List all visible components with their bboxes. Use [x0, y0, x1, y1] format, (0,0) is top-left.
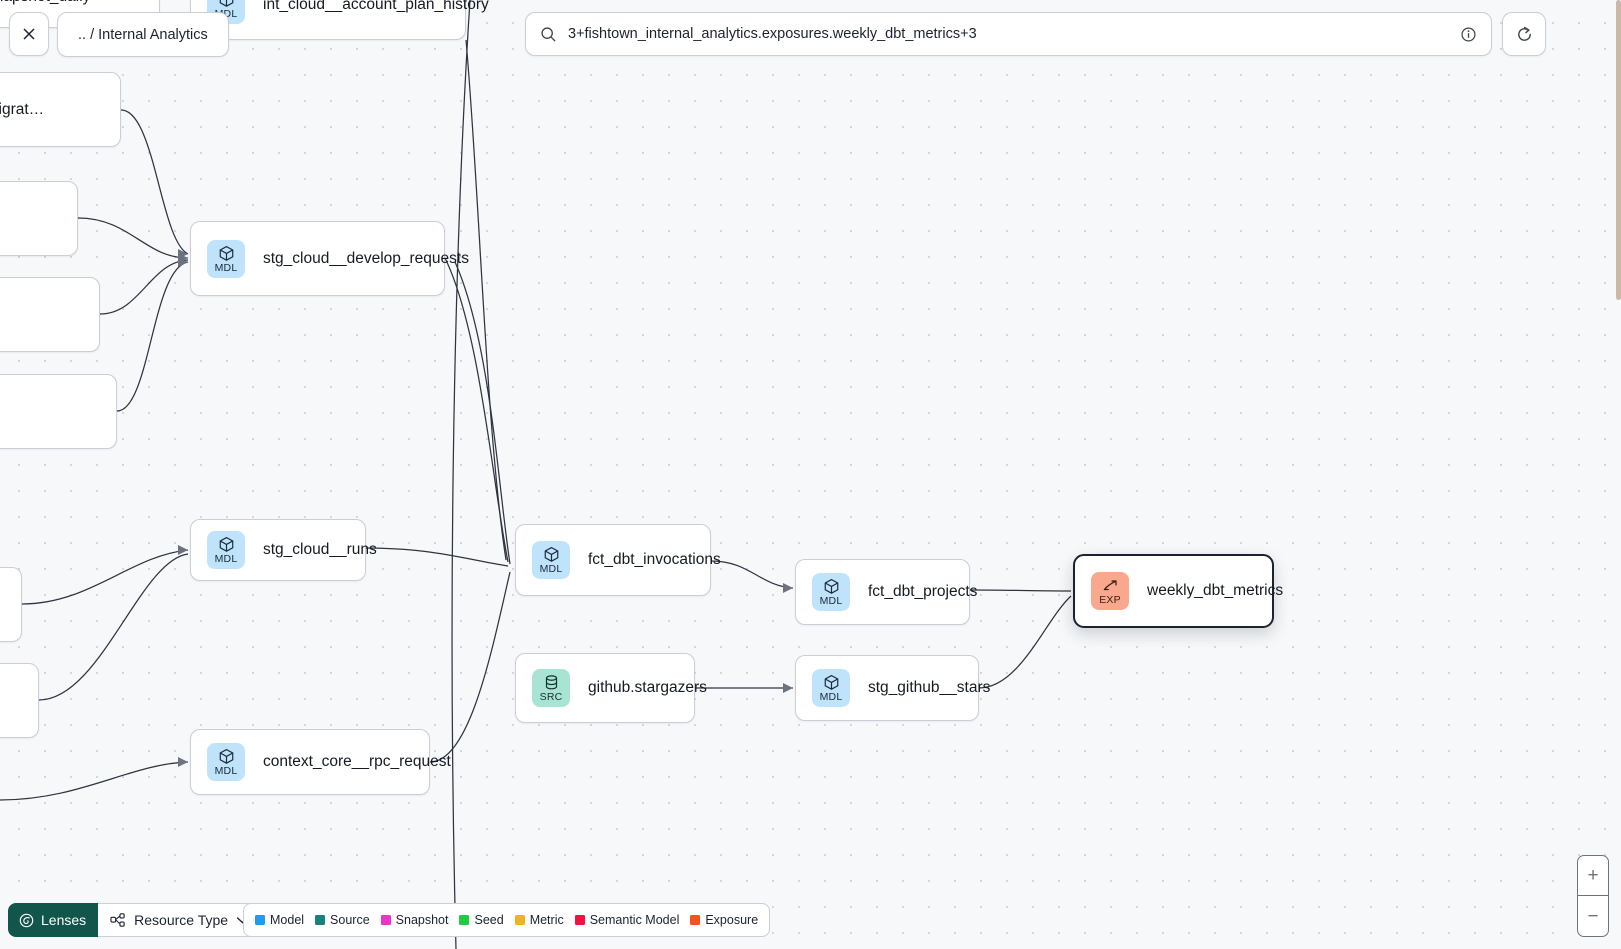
legend-label: Model: [270, 913, 305, 927]
node-label: github.stargazers: [588, 679, 707, 696]
exp-badge-icon: EXP: [1091, 572, 1129, 610]
scrollbar-thumb[interactable]: [1616, 0, 1621, 300]
lenses-button[interactable]: Lenses: [8, 903, 99, 937]
legend-item[interactable]: Semantic Model: [574, 913, 680, 927]
lens-spiral-icon: [19, 913, 34, 927]
node-type-abbr: MDL: [214, 261, 238, 274]
node-type-abbr: MDL: [214, 553, 238, 565]
graph-node[interactable]: MDL fct_dbt_invocations: [515, 524, 721, 596]
resource-type-legend: Model Source Snapshot Seed Metric Semantic Mo…: [243, 903, 771, 937]
graph-node[interactable]: SRC github.stargazers: [515, 653, 707, 723]
node-type-abbr: MDL: [819, 595, 843, 607]
legend-label: Exposure: [705, 913, 759, 927]
legend-label: Metric: [529, 913, 564, 927]
vertical-scrollbar[interactable]: [1616, 0, 1621, 949]
breadcrumb[interactable]: .. / Internal Analytics: [57, 12, 229, 57]
graph-node[interactable]: _run: [0, 663, 39, 738]
refresh-icon: [1517, 26, 1531, 41]
legend-swatch: [514, 915, 525, 925]
graph-node[interactable]: MDLint_cloud__account_plan_history: [190, 0, 489, 40]
zoom-in-button[interactable]: +: [1578, 856, 1608, 896]
legend-swatch: [255, 915, 265, 925]
node-label: weekly_dbt_metrics: [1147, 582, 1284, 599]
node-label: context_core__rpc_request: [263, 753, 451, 770]
node-label: stg_cloud__runs: [263, 541, 377, 558]
legend-item[interactable]: Source: [315, 913, 370, 927]
close-button[interactable]: [9, 12, 49, 56]
refresh-button[interactable]: [1502, 12, 1546, 56]
legend-item[interactable]: Seed: [459, 913, 504, 927]
legend-swatch: [380, 915, 391, 925]
graph-node[interactable]: MDL fct_dbt_projects: [795, 559, 977, 625]
legend-item[interactable]: Snapshot: [380, 913, 449, 927]
legend-label: Seed: [474, 913, 504, 927]
node-label: fct_dbt_projects: [868, 583, 978, 600]
graph-node[interactable]: MDL context_core__rpc_request: [190, 729, 451, 795]
mdl-badge-icon: MDL: [207, 531, 245, 569]
node-label: multicell_migrat…: [0, 100, 45, 118]
breadcrumb-label: .. / Internal Analytics: [78, 26, 208, 43]
legend-swatch: [459, 915, 470, 925]
legend-item[interactable]: Model: [255, 913, 304, 927]
graph-node[interactable]: _develop_request: [0, 374, 117, 449]
legend-swatch: [690, 915, 701, 925]
resource-type-dropdown[interactable]: Resource Type: [98, 903, 263, 937]
zoom-out-button[interactable]: −: [1587, 905, 1599, 927]
legend-label: Source: [330, 913, 370, 927]
graph-node[interactable]: n: [0, 567, 22, 642]
resource-type-label: Resource Type: [134, 912, 229, 928]
node-type-abbr: MDL: [539, 563, 563, 575]
node-label: int_cloud__account_plan_history: [263, 0, 489, 13]
zoom-controls: + −: [1577, 855, 1609, 937]
legend-label: Snapshot: [395, 913, 449, 927]
info-icon[interactable]: [1460, 26, 1477, 43]
graph-node[interactable]: MDL stg_cloud__runs: [190, 519, 377, 581]
node-label: stg_github__stars: [868, 679, 991, 696]
legend-swatch: [574, 915, 585, 925]
resource-nodes-icon: [110, 912, 125, 927]
node-label: fct_dbt_invocations: [588, 551, 721, 568]
search-icon: [541, 26, 556, 42]
node-type-abbr: MDL: [214, 765, 238, 777]
legend-item[interactable]: Exposure: [690, 913, 758, 927]
graph-node[interactable]: multicell_migrat…: [0, 72, 121, 147]
mdl-badge-icon: MDL: [812, 573, 850, 611]
graph-node[interactable]: EXP weekly_dbt_metrics: [1073, 554, 1283, 628]
graph-node[interactable]: MDL stg_github__stars: [795, 655, 990, 721]
node-type-abbr: SRC: [539, 691, 563, 703]
node-type-abbr: EXP: [1099, 594, 1121, 606]
legend-swatch: [315, 915, 326, 925]
node-type-abbr: MDL: [819, 691, 843, 703]
graph-node[interactable]: p_request: [0, 181, 78, 256]
legend-item[interactable]: Metric: [514, 913, 564, 927]
mdl-badge-icon: MDL: [812, 669, 850, 707]
search-bar[interactable]: 3+fishtown_internal_analytics.exposures.…: [525, 12, 1492, 56]
search-input[interactable]: 3+fishtown_internal_analytics.exposures.…: [568, 26, 977, 42]
node-label: stg_cloud__develop_requests: [263, 249, 469, 267]
close-icon: [23, 28, 35, 40]
lenses-label: Lenses: [41, 912, 87, 928]
mdl-badge-icon: MDL: [207, 239, 245, 278]
node-label: snapshot_daily: [0, 0, 90, 6]
src-badge-icon: SRC: [532, 669, 570, 707]
mdl-badge-icon: MDL: [207, 743, 245, 781]
graph-node[interactable]: MDL stg_cloud__develop_requests: [190, 221, 469, 296]
legend-label: Semantic Model: [589, 913, 680, 927]
bottom-toolbar: Lenses Resource Type: [8, 903, 263, 937]
mdl-badge-icon: MDL: [532, 541, 570, 579]
graph-node[interactable]: velop_request: [0, 277, 100, 352]
